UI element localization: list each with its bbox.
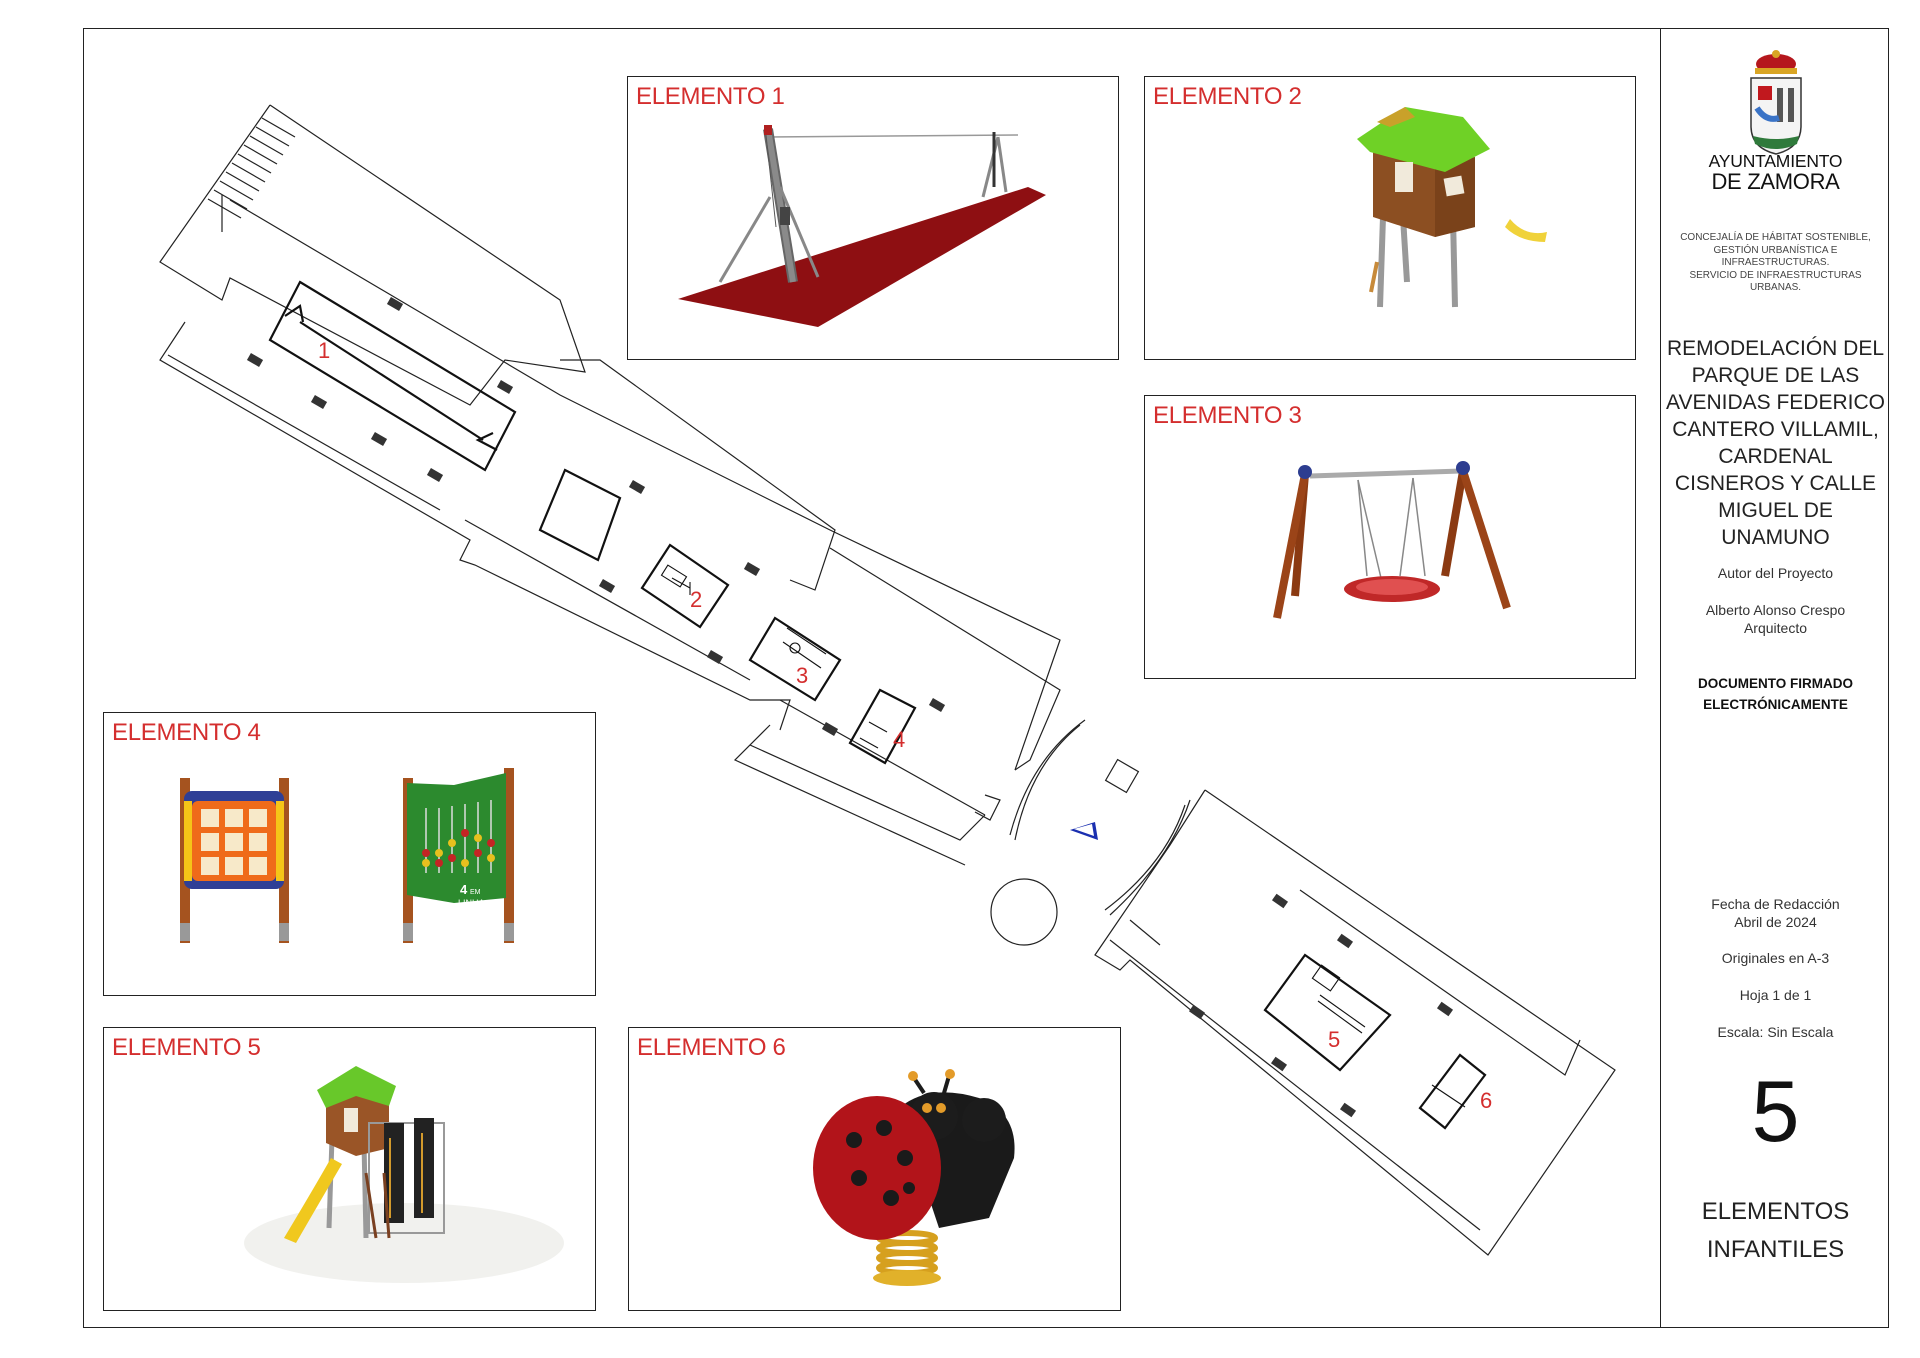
- sheet-title-line-1: ELEMENTOS: [1701, 1198, 1850, 1225]
- plan-label-6: 6: [1480, 1088, 1492, 1113]
- originals-size: Originales en A-3: [1721, 950, 1830, 966]
- project-title-line: CISNEROS Y CALLE: [1674, 472, 1877, 495]
- department-line-4: SERVICIO DE INFRAESTRUCTURAS: [1689, 269, 1862, 281]
- element-3-panel: ELEMENTO 3: [1144, 395, 1636, 679]
- tree-house-image: [1357, 107, 1547, 308]
- footprint-1: [268, 280, 517, 472]
- footprint-3: [748, 616, 842, 702]
- author-role: Arquitecto: [1743, 620, 1808, 636]
- element-3-title: ELEMENTO 3: [1153, 402, 1302, 429]
- authority-name-line2: DE ZAMORA: [1711, 169, 1840, 194]
- plan-label-2: 2: [690, 587, 702, 612]
- element-2-panel: ELEMENTO 2: [1144, 76, 1636, 360]
- project-title-line: CANTERO VILLAMIL,: [1672, 418, 1879, 441]
- footprint-4: [848, 688, 917, 765]
- plan-stairs: [207, 117, 296, 232]
- game-panel-text-line1: 4: [460, 882, 468, 897]
- nest-swing-image: [1273, 461, 1511, 619]
- plan-footprints: [268, 280, 1487, 1130]
- department-line-2: GESTIÓN URBANÍSTICA E: [1713, 244, 1838, 256]
- title-block: AYUNTAMIENTO DE ZAMORA CONCEJALÍA DE HÁB…: [1660, 28, 1889, 1328]
- project-title-line: PARQUE DE LAS: [1691, 364, 1860, 387]
- plain-footprint: [538, 468, 622, 562]
- department-line-1: CONCEJALÍA DE HÁBITAT SOSTENIBLE,: [1680, 232, 1871, 243]
- zipline-image: [678, 125, 1046, 327]
- site-plan: 1 2 3 4 5 6: [159, 104, 1616, 1256]
- department-line-5: URBANAS.: [1749, 282, 1802, 293]
- game-panels-image: 4 EM LINHA: [180, 768, 514, 943]
- game-panel-text-line1b: EM: [470, 889, 481, 896]
- signed-line-1: DOCUMENTO FIRMADO: [1698, 676, 1853, 691]
- element-5-title: ELEMENTO 5: [112, 1034, 261, 1061]
- project-title-line: MIGUEL DE: [1718, 499, 1833, 522]
- project-title-line: AVENIDAS FEDERICO: [1666, 391, 1885, 414]
- game-panel-text-line2: LINHA: [458, 898, 485, 908]
- footprint-6: [1418, 1053, 1487, 1130]
- scale: Escala: Sin Escala: [1717, 1024, 1834, 1040]
- footprint-2: [640, 543, 730, 629]
- project-title-line: CARDENAL: [1718, 445, 1833, 468]
- element-2-title: ELEMENTO 2: [1153, 83, 1302, 110]
- drawing-frame: [83, 28, 1889, 1328]
- project-title-line: REMODELACIÓN DEL: [1666, 337, 1885, 360]
- department-text: CONCEJALÍA DE HÁBITAT SOSTENIBLE, GESTIÓ…: [1661, 232, 1890, 295]
- project-title: REMODELACIÓN DEL PARQUE DE LAS AVENIDAS …: [1661, 335, 1890, 551]
- author-name: Alberto Alonso Crespo: [1705, 602, 1846, 618]
- sheet-title-line-2: INFANTILES: [1706, 1236, 1845, 1263]
- element-4-title: ELEMENTO 4: [112, 719, 261, 746]
- department-line-3: INFRAESTRUCTURAS.: [1721, 257, 1830, 268]
- plan-label-4: 4: [893, 727, 905, 752]
- element-6-panel: ELEMENTO 6: [628, 1027, 1121, 1311]
- signed-line-2: ELECTRÓNICAMENTE: [1703, 697, 1848, 712]
- sheet-number: 5: [1751, 1064, 1800, 1160]
- element-1-title: ELEMENTO 1: [636, 83, 785, 110]
- plan-benches: [246, 297, 1454, 1118]
- plan-label-1: 1: [318, 338, 330, 363]
- project-title-line: UNAMUNO: [1721, 526, 1830, 549]
- north-arrow-icon: [1070, 822, 1098, 840]
- element-5-panel: ELEMENTO 5: [103, 1027, 596, 1311]
- plan-label-3: 3: [796, 663, 808, 688]
- ladybug-spring-rider-image: [813, 1069, 1015, 1286]
- authority-name-line1: AYUNTAMIENTO: [1708, 151, 1843, 171]
- sheet-count: Hoja 1 de 1: [1739, 987, 1812, 1003]
- date-label: Fecha de Redacción: [1711, 896, 1840, 912]
- element-6-title: ELEMENTO 6: [637, 1034, 786, 1061]
- plan-linework: [159, 104, 1616, 1256]
- coat-of-arms-icon: [1750, 50, 1802, 155]
- date-value: Abril de 2024: [1734, 914, 1817, 930]
- plan-label-5: 5: [1328, 1027, 1340, 1052]
- play-tower-image: [244, 1066, 564, 1283]
- footprint-5: [1263, 953, 1392, 1072]
- element-4-panel: ELEMENTO 4: [103, 712, 596, 996]
- author-label: Autor del Proyecto: [1717, 565, 1834, 581]
- element-1-panel: ELEMENTO 1: [627, 76, 1119, 360]
